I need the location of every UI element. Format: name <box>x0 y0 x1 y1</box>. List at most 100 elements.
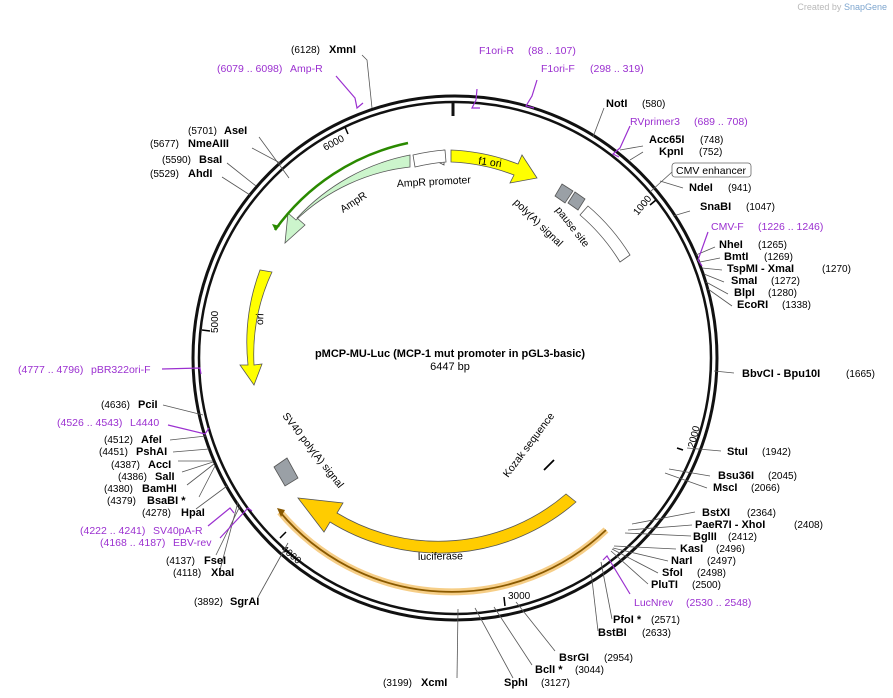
enzyme-acci[interactable]: (4387)AccI <box>111 459 171 471</box>
enzyme-bsabi[interactable]: (4379)BsaBI * <box>107 495 186 507</box>
svg-text:BsaBI *: BsaBI * <box>147 495 186 507</box>
enzyme-bsrgi[interactable]: BsrGI(2954) <box>559 652 633 664</box>
feature-cmv-enhancer[interactable] <box>671 162 752 178</box>
primer-label-lucnrev[interactable]: LucNrev(2530 .. 2548) <box>634 597 751 609</box>
svg-text:(4118): (4118) <box>173 568 201 579</box>
enzyme-xbai[interactable]: (4118)XbaI <box>173 567 234 579</box>
svg-text:(580): (580) <box>642 99 665 110</box>
enzyme-noti[interactable]: NotI(580) <box>606 98 665 110</box>
enzyme-xmni[interactable]: (6128)XmnI <box>291 44 356 56</box>
primer-label-sv40pa-r[interactable]: (4222 .. 4241)SV40pA-R <box>80 525 203 537</box>
enzyme-sfoi[interactable]: SfoI(2498) <box>662 567 726 579</box>
primer-amp-r[interactable] <box>335 75 364 110</box>
feature-sv40-polya[interactable] <box>273 457 299 487</box>
enzyme-bsai[interactable]: (5590)BsaI <box>162 154 222 166</box>
primer-label-f1ori-f[interactable]: F1ori-F(298 .. 319) <box>541 63 644 75</box>
backbone-inner <box>197 100 713 616</box>
enzyme-ecori[interactable]: EcoRI(1338) <box>737 299 811 311</box>
primer-label-cmv-f[interactable]: CMV-F(1226 .. 1246) <box>711 221 823 233</box>
svg-text:PshAI: PshAI <box>136 446 167 458</box>
svg-text:(4137): (4137) <box>166 556 195 567</box>
enzyme-bstbi[interactable]: BstBI(2633) <box>598 627 671 639</box>
enzyme-stui[interactable]: StuI(1942) <box>727 446 791 458</box>
svg-text:XmnI: XmnI <box>329 44 356 56</box>
enzyme-snabi[interactable]: SnaBI(1047) <box>700 201 775 213</box>
primer-label-rvprimer3[interactable]: RVprimer3(689 .. 708) <box>630 116 748 128</box>
primer-label-ebv-rev[interactable]: (4168 .. 4187)EBV-rev <box>100 537 212 549</box>
svg-text:(5701): (5701) <box>188 126 217 137</box>
primer-sv40pa-r[interactable] <box>207 507 235 527</box>
svg-text:(1226 .. 1246): (1226 .. 1246) <box>758 221 823 233</box>
enzyme-xcmi[interactable]: (3199)XcmI <box>383 677 447 689</box>
enzyme-kpni[interactable]: KpnI(752) <box>659 146 722 158</box>
enzyme-msci[interactable]: MscI(2066) <box>713 482 780 494</box>
enzyme-pcii[interactable]: (4636)PciI <box>101 399 158 411</box>
enzyme-asei[interactable]: (5701)AseI <box>188 125 247 137</box>
feature-luciferase[interactable] <box>297 493 577 554</box>
feature-kozak[interactable] <box>543 459 555 471</box>
enzyme-ndei[interactable]: NdeI(941) <box>689 182 751 194</box>
primer-label-pbr322ori-f[interactable]: (4777 .. 4796)pBR322ori-F <box>18 364 151 376</box>
enzyme-bamhi[interactable]: (4380)BamHI <box>104 483 177 495</box>
feature-pause-site[interactable] <box>579 205 631 263</box>
enzyme-bmti[interactable]: BmtI(1269) <box>724 251 793 263</box>
feature-polya-signal[interactable] <box>554 183 574 204</box>
svg-text:(5677): (5677) <box>150 139 179 150</box>
svg-text:SphI: SphI <box>504 677 528 689</box>
svg-text:(3199): (3199) <box>383 678 412 689</box>
enzyme-pshai[interactable]: (4451)PshAI <box>99 446 167 458</box>
backbone-outer <box>191 94 719 622</box>
enzyme-pluti[interactable]: PluTI(2500) <box>651 579 721 591</box>
primer-label-f1ori-r[interactable]: F1ori-R(88 .. 107) <box>479 45 576 57</box>
enzyme-nari[interactable]: NarI (2497) <box>671 555 736 567</box>
enzyme-nmeaiii[interactable]: (5677)NmeAIII <box>150 138 229 150</box>
label-ori: ori <box>254 313 266 325</box>
enzyme-afei[interactable]: (4512)AfeI <box>104 434 162 446</box>
primer-f1ori-r[interactable] <box>471 88 480 109</box>
enzyme-smai[interactable]: SmaI(1272) <box>731 275 800 287</box>
enzyme-nhei[interactable]: NheI(1265) <box>719 239 787 251</box>
feature-f1-ori[interactable] <box>450 149 538 184</box>
feature-ori[interactable] <box>239 269 273 386</box>
feature-polya-signal-2[interactable] <box>567 191 586 211</box>
primer-cmv-f[interactable] <box>697 231 709 267</box>
svg-text:(2497): (2497) <box>707 556 736 567</box>
enzyme-fsei[interactable]: (4137)FseI <box>166 555 226 567</box>
enzyme-sali[interactable]: (4386)SalI <box>118 471 175 483</box>
enzyme-acc65i[interactable]: Acc65I(748) <box>649 134 723 146</box>
primer-f1ori-f[interactable] <box>525 79 538 109</box>
enzyme-kasi[interactable]: KasI(2496) <box>680 543 745 555</box>
primer-lucnrev[interactable] <box>602 555 631 595</box>
primer-pbr322ori-f[interactable] <box>161 367 202 375</box>
enzyme-blpi[interactable]: BlpI(1280) <box>734 287 797 299</box>
enzyme-bbvci-bpu10i[interactable]: BbvCI - Bpu10I(1665) <box>742 368 875 380</box>
label-cmv-enhancer: CMV enhancer <box>676 165 747 177</box>
enzyme-bstxi[interactable]: BstXI(2364) <box>702 507 776 519</box>
enzyme-paer7i-xhoi[interactable]: PaeR7I - XhoI(2408) <box>695 519 823 531</box>
credit-prefix: Created by <box>797 2 842 12</box>
svg-text:(1265): (1265) <box>758 240 787 251</box>
enzyme-ahdi[interactable]: (5529)AhdI <box>150 168 212 180</box>
svg-text:(4636): (4636) <box>101 400 130 411</box>
primer-label-l4440[interactable]: (4526 .. 4543)L4440 <box>57 417 159 429</box>
svg-text:Bsu36I: Bsu36I <box>718 470 754 482</box>
svg-text:AfeI: AfeI <box>141 434 162 446</box>
enzyme-sphi[interactable]: SphI(3127) <box>504 677 570 689</box>
enzyme-hpai[interactable]: (4278)HpaI <box>142 507 205 519</box>
primer-rvprimer3[interactable] <box>611 125 631 158</box>
svg-text:(2498): (2498) <box>697 568 726 579</box>
primer-label-amp-r[interactable]: (6079 .. 6098)Amp-R <box>217 63 323 75</box>
enzyme-tspmi-xmai[interactable]: TspMI - XmaI(1270) <box>727 263 851 275</box>
enzyme-bcli[interactable]: BclI *(3044) <box>535 664 604 676</box>
enzyme-sgrai[interactable]: (3892)SgrAI <box>194 596 259 608</box>
svg-text:NarI: NarI <box>671 555 692 567</box>
enzyme-pfoi[interactable]: PfoI *(2571) <box>613 614 680 626</box>
svg-text:Amp-R: Amp-R <box>290 63 323 75</box>
primer-ebv-rev[interactable] <box>219 507 253 539</box>
feature-ampr[interactable] <box>284 154 411 244</box>
enzyme-bglii[interactable]: BglII(2412) <box>693 531 757 543</box>
svg-text:(2364): (2364) <box>747 508 776 519</box>
enzyme-bsu36i[interactable]: Bsu36I(2045) <box>718 470 797 482</box>
feature-ampr-promoter-body[interactable] <box>412 149 447 168</box>
primer-l4440[interactable] <box>167 424 210 435</box>
